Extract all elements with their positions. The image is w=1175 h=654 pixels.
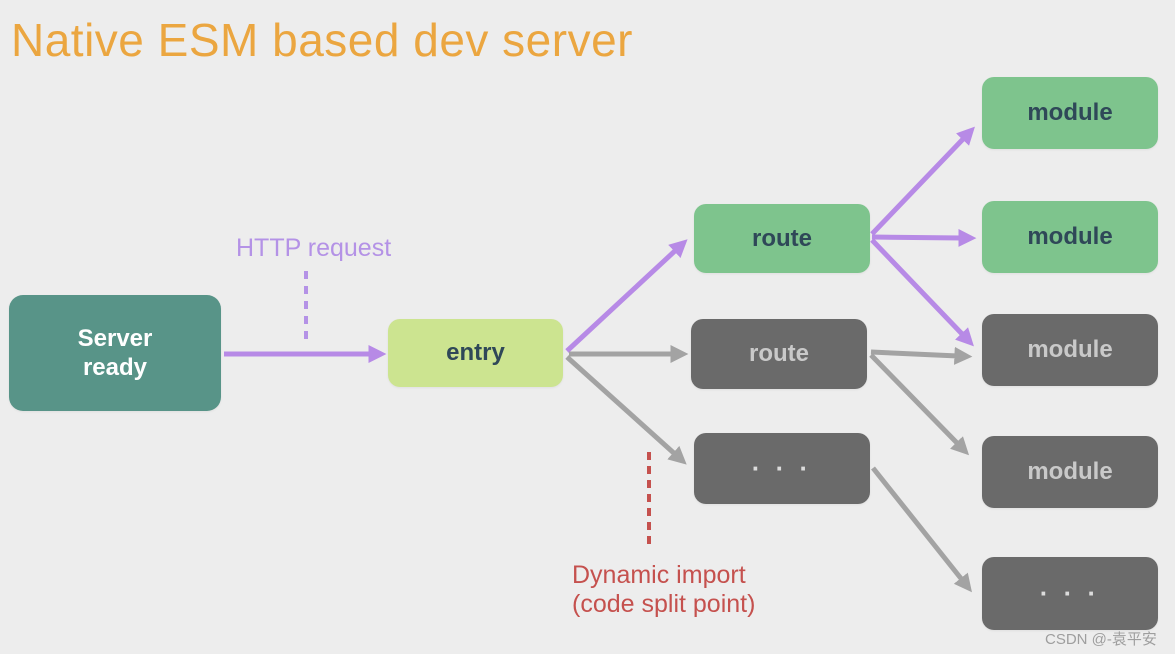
arrow-entry-to-route-more (565, 355, 687, 465)
node-module-3-label: module (1027, 336, 1113, 363)
arrow-route-secondary-to-module-4 (869, 353, 970, 456)
arrow-route-main-to-module-3 (870, 238, 974, 347)
node-server-ready-label-line1: Server (77, 324, 153, 352)
node-module-3: module (982, 314, 1158, 386)
node-route-main: route (694, 204, 870, 273)
arrow-route-main-to-module-1 (870, 126, 975, 236)
arrow-route-main-to-module-2 (871, 228, 977, 247)
arrow-route-secondary-to-module-3 (870, 346, 973, 365)
label-http-request: HTTP request (236, 234, 392, 262)
node-route-secondary-label: route (749, 340, 809, 367)
arrow-entry-to-route-main (565, 239, 688, 353)
node-entry-label: entry (446, 339, 505, 366)
node-route-more: · · · (694, 433, 870, 504)
arrow-route-more-to-module-more (871, 466, 972, 593)
node-module-2: module (982, 201, 1158, 273)
node-entry: entry (388, 319, 563, 387)
node-module-4: module (982, 436, 1158, 508)
node-module-1-label: module (1027, 99, 1113, 126)
label-dynamic-import: Dynamic import (code split point) (572, 561, 792, 619)
node-server-ready: Server ready (9, 295, 221, 411)
watermark: CSDN @-袁平安 (1045, 631, 1157, 648)
node-module-more-label: · · · (1039, 578, 1101, 608)
node-module-more: · · · (982, 557, 1158, 630)
node-module-2-label: module (1027, 223, 1113, 250)
node-module-4-label: module (1027, 458, 1113, 485)
node-route-more-label: · · · (751, 453, 813, 483)
page-title: Native ESM based dev server (11, 14, 633, 66)
label-dynamic-import-line1: Dynamic import (572, 561, 746, 589)
node-route-main-label: route (752, 224, 812, 252)
node-route-secondary: route (691, 319, 867, 389)
label-dynamic-import-line2: (code split point) (572, 590, 756, 618)
node-server-ready-label-line2: ready (82, 354, 148, 381)
node-module-1: module (982, 77, 1158, 149)
